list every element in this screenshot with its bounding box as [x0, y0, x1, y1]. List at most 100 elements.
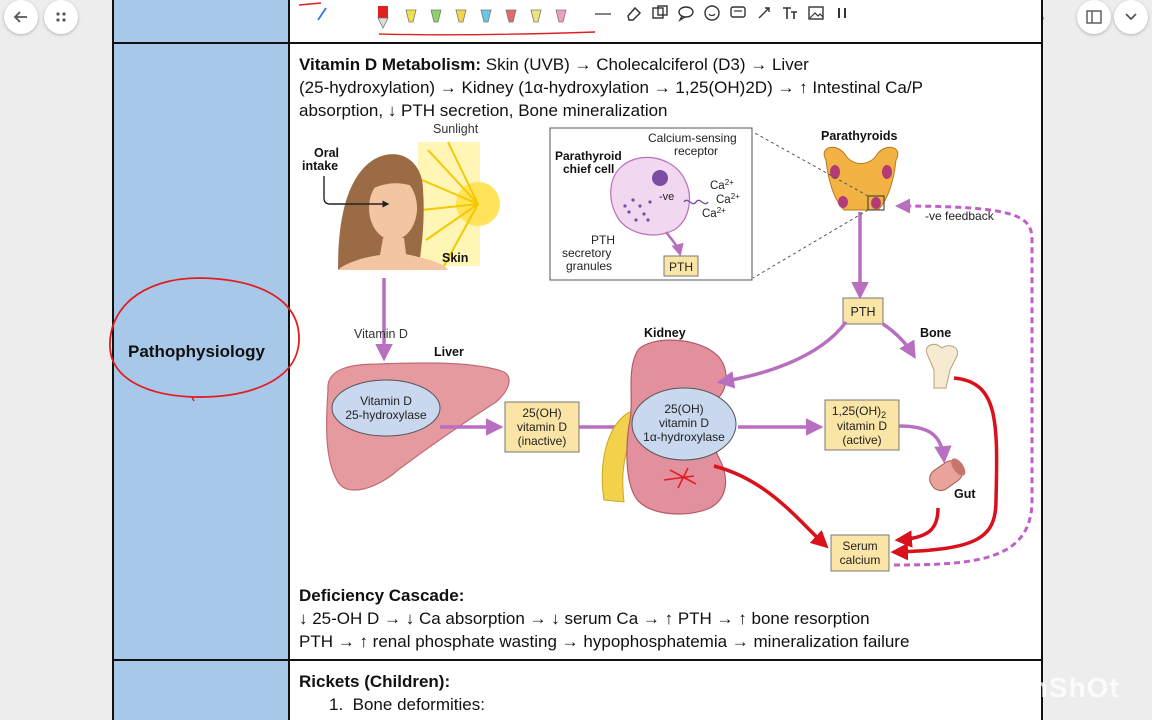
arrow-bone-to-serum	[890, 376, 999, 561]
sunlight-label: Sunlight	[433, 122, 479, 136]
highlighter-tool-yellow-2[interactable]	[453, 4, 469, 32]
toolbar-strikes	[298, 2, 611, 36]
kidney-enzyme-ellipse	[631, 387, 737, 461]
pause-tool[interactable]	[835, 4, 849, 26]
highlighter-tool-pink[interactable]	[553, 4, 569, 32]
table-row-divider-top	[112, 42, 1043, 44]
liver-label: Liver	[434, 345, 464, 359]
granules-label-3: granules	[566, 259, 612, 273]
inset-connector-bottom	[752, 209, 869, 279]
kidney-handwritten-mark	[663, 467, 697, 489]
handwritten-circle-annotation	[109, 277, 300, 402]
kidney-label: Kidney	[644, 326, 686, 340]
marker-red-icon	[377, 6, 389, 29]
ca-label-2: Ca2+	[716, 192, 740, 206]
ca-charge-2: 2+	[731, 192, 740, 201]
bone-graphic	[926, 343, 958, 389]
liver-enzyme-line-2: 25-hydroxylase	[345, 408, 427, 422]
cascade-heading: Deficiency Cascade:	[299, 586, 465, 605]
person-illustration	[338, 154, 448, 270]
arrow-cell-to-pth	[665, 231, 684, 257]
highlighter-tool-yellow-3[interactable]	[528, 4, 544, 32]
rickets-text: Rickets (Children): 1. Bone deformities:	[299, 670, 1034, 716]
link-tool[interactable]	[755, 4, 773, 26]
marker-tool-red[interactable]	[375, 4, 391, 36]
shape-icon	[730, 6, 746, 18]
neg-ve-label: -ve	[659, 191, 674, 203]
box-pth	[842, 297, 884, 325]
highlighter-tool-blue[interactable]	[478, 4, 494, 32]
highlighter-yellow-icon	[530, 9, 542, 23]
kidney-enzyme-line-3: 1α-hydroxylase	[643, 430, 725, 444]
box-active-line-1: 1,25(OH)2	[832, 404, 886, 420]
highlighter-yellow-icon	[405, 9, 417, 23]
vitamin-d-label: Vitamin D	[354, 327, 408, 341]
liver-enzyme-line-1: Vitamin D	[360, 394, 412, 408]
box-125oh-active	[824, 399, 900, 451]
layout-button[interactable]	[1077, 0, 1111, 34]
parathyroid-graphic	[823, 146, 899, 211]
annotation-toolbar	[295, 0, 860, 38]
box-25oh-line-2: vitamin D	[517, 420, 567, 434]
eraser-icon	[627, 6, 642, 21]
pen-icon	[317, 7, 327, 21]
box-serum-calcium	[830, 534, 890, 572]
parathyroids-label: Parathyroids	[821, 129, 897, 143]
calcium-sensing-receptor	[683, 199, 709, 205]
rickets-heading: Rickets (Children):	[299, 672, 451, 691]
shape-tool[interactable]	[729, 4, 747, 26]
highlighter-blue-icon	[480, 9, 492, 23]
ca-label-3: Ca2+	[702, 206, 726, 220]
highlighter-tool-yellow[interactable]	[403, 4, 419, 32]
highlighter-red-icon	[505, 9, 517, 23]
ca-charge-1: 2+	[725, 178, 734, 187]
arrow-active-to-gut	[898, 424, 952, 464]
chief-cell-nucleus	[652, 170, 668, 186]
metabolism-line-2: (25-hydroxylation) → Kidney (1α-hydroxyl…	[299, 78, 923, 97]
collapse-button[interactable]	[1114, 0, 1148, 34]
gut-label: Gut	[954, 487, 976, 501]
oral-intake-arrow	[323, 176, 390, 208]
arrow-kidney-to-serum	[713, 464, 829, 549]
image-tool[interactable]	[807, 4, 825, 26]
rickets-item-1: Bone deformities:	[352, 695, 485, 714]
csr-label-1: Calcium-sensing	[648, 131, 737, 145]
kidney-enzyme-line-1: 25(OH)	[664, 402, 703, 416]
sticker-icon	[704, 5, 720, 21]
chief-cell-shape	[610, 156, 691, 236]
table-row-divider-bottom	[112, 659, 1043, 661]
feedback-label: -ve feedback	[925, 209, 995, 223]
link-icon	[758, 7, 770, 19]
ca-text-3: Ca	[702, 208, 717, 220]
ca-charge-3: 2+	[717, 206, 726, 215]
chief-cell-label-1: Parathyroid	[555, 149, 622, 163]
sun-graphic	[418, 141, 500, 267]
eraser-tool[interactable]	[625, 4, 643, 26]
inset-pth-label: PTH	[669, 260, 693, 274]
box-active-text: 1,25(OH)	[832, 404, 881, 418]
highlighter-tool-green[interactable]	[428, 4, 444, 32]
metabolism-line-3: absorption, ↓ PTH secretion, Bone minera…	[299, 101, 668, 120]
chief-cell-label-2: chief cell	[563, 162, 614, 176]
text-tool[interactable]	[781, 4, 799, 26]
kidney-enzyme-line-2: vitamin D	[659, 416, 709, 430]
apps-button[interactable]	[44, 0, 78, 34]
sticker-tool[interactable]	[703, 4, 721, 26]
table-border-mid	[288, 0, 290, 720]
lasso-icon	[652, 5, 668, 19]
pen-tool[interactable]	[315, 4, 329, 28]
bone-label: Bone	[920, 326, 951, 340]
back-button[interactable]	[4, 0, 38, 34]
rickets-item-number: 1.	[329, 695, 344, 714]
highlighter-tool-red[interactable]	[503, 4, 519, 32]
image-icon	[808, 6, 824, 20]
skin-label: Skin	[442, 251, 468, 265]
text-icon	[783, 7, 797, 19]
arrow-pth-to-kidney	[716, 320, 848, 389]
csr-label-2: receptor	[674, 144, 718, 158]
comment-tool[interactable]	[677, 4, 695, 26]
granules-label-2: secretory	[562, 246, 611, 260]
lasso-tool[interactable]	[651, 4, 669, 26]
serum-line-2: calcium	[840, 553, 881, 567]
highlighter-green-icon	[430, 9, 442, 23]
